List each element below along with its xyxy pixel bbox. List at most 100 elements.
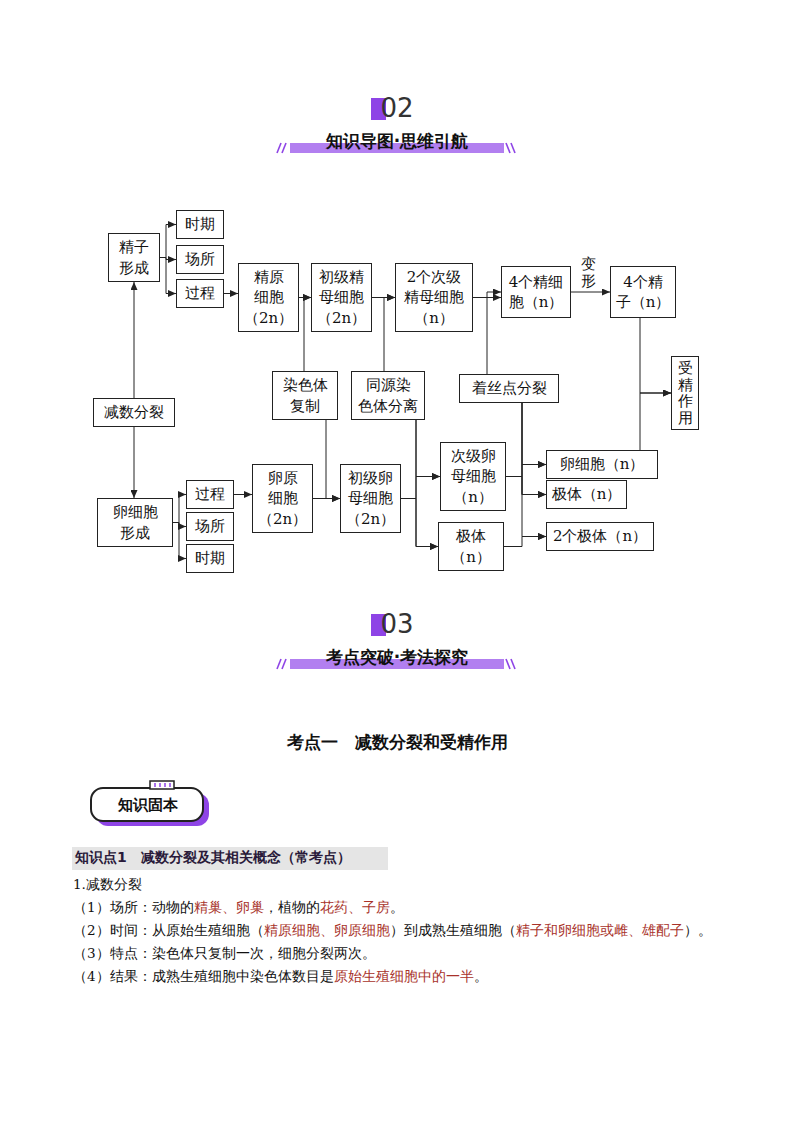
- flow-arrow: [304, 298, 311, 372]
- flow-box: 卵细胞 形成: [97, 498, 173, 547]
- box-label: 着丝点分裂: [471, 378, 547, 398]
- body-text: ）。: [684, 922, 712, 938]
- flow-arrow: [173, 523, 186, 559]
- flow-box: 过程: [176, 279, 224, 308]
- box-label: 初级卵 母细胞 （2n）: [345, 468, 396, 529]
- section-number: 03: [380, 609, 413, 639]
- flow-box: 初级精 母细胞 （2n）: [311, 263, 372, 332]
- badge-clip: [150, 781, 174, 789]
- flow-arrow: [401, 499, 438, 547]
- flow-box: 场所: [176, 245, 224, 274]
- box-label: 受精作用: [678, 360, 693, 426]
- flow-box: 卵细胞（n）: [546, 450, 658, 479]
- body-text: 。: [390, 899, 404, 915]
- arrow-label: 变形: [581, 256, 596, 289]
- text-line: 1.减数分裂: [73, 875, 142, 893]
- box-label: 初级精 母细胞 （2n）: [316, 267, 367, 328]
- badge-clip-teeth: [155, 783, 170, 787]
- heading-text: 考点突破·考法探究: [326, 646, 468, 669]
- flow-box: 2个极体（n）: [546, 522, 654, 551]
- key-term: 精子和卵细胞或雌、雄配子: [516, 922, 684, 938]
- flow-box: 极体 （n）: [438, 522, 504, 571]
- text-line: （3）特点：染色体只复制一次，细胞分裂两次。: [73, 944, 376, 962]
- body-text: ）到成熟生殖细胞（: [390, 922, 516, 938]
- flow-arrow: [506, 465, 546, 477]
- box-label: 过程: [195, 484, 226, 504]
- flow-arrow: [522, 403, 546, 537]
- body-text: ，植物的: [264, 899, 320, 915]
- flow-box: 精子 形成: [108, 233, 160, 282]
- flow-arrow: [134, 427, 135, 498]
- flow-arrow: [173, 495, 186, 523]
- box-label: 染色体 复制: [282, 375, 328, 416]
- box-label: 2个极体（n）: [552, 526, 648, 546]
- flow-box: 着丝点分裂: [459, 374, 559, 403]
- box-label: 同源染 色体分离: [358, 375, 419, 416]
- flow-box: 2个次级 精母细胞 （n）: [395, 263, 473, 332]
- flow-box: 精原 细胞 （2n）: [238, 263, 299, 332]
- flow-box: 场所: [186, 512, 234, 541]
- flow-arrow: [384, 298, 395, 372]
- flow-box: 同源染 色体分离: [351, 371, 425, 420]
- box-label: 2个次级 精母细胞 （n）: [404, 267, 465, 328]
- text-line: （2）时间：从原始生殖细胞（精原细胞、卵原细胞）到成熟生殖细胞（精子和卵细胞或雌…: [73, 921, 712, 939]
- text-line: （4）结果：成熟生殖细胞中染色体数目是原始生殖细胞中的一半。: [73, 967, 488, 985]
- flow-box: 次级卵 母细胞 （n）: [440, 442, 506, 511]
- box-label: 时期: [185, 214, 216, 234]
- box-label: 场所: [195, 516, 226, 536]
- flow-arrow: [640, 393, 671, 450]
- box-label: 时期: [195, 548, 226, 568]
- box-label: 精原 细胞 （2n）: [243, 267, 294, 328]
- flow-arrow: [571, 292, 610, 293]
- body-text: （2）时间：从原始生殖细胞（: [73, 922, 264, 938]
- key-term: 花药、子房: [320, 899, 390, 915]
- key-term: 原始生殖细胞中的一半: [334, 968, 474, 984]
- box-label: 卵细胞 形成: [112, 502, 158, 543]
- section-number: 02: [380, 93, 413, 123]
- box-label: 极体（n）: [551, 484, 622, 504]
- flow-box: 初级卵 母细胞 （2n）: [340, 464, 401, 533]
- flow-arrow: [234, 494, 252, 495]
- flow-arrow: [522, 403, 546, 495]
- key-term: 精巢、卵巢: [194, 899, 264, 915]
- heading-text: 知识导图·思维引航: [326, 130, 468, 153]
- flow-box: 极体（n）: [546, 480, 627, 509]
- flow-arrow: [134, 282, 135, 398]
- box-label: 精子 形成: [119, 237, 150, 278]
- heading-band: [72, 847, 388, 870]
- box-label: 4个精 子（n）: [615, 272, 671, 313]
- flow-arrow: [416, 420, 440, 477]
- body-text: 1.减数分裂: [73, 876, 142, 892]
- text-line: （1）场所：动物的精巢、卵巢，植物的花药、子房。: [73, 898, 404, 916]
- flow-arrow: [487, 292, 501, 374]
- flow-box: 4个精细 胞（n）: [501, 266, 571, 318]
- flow-arrow: [160, 258, 176, 294]
- flow-box: 时期: [186, 544, 234, 573]
- flow-arrow: [224, 293, 238, 294]
- flow-box: 减数分裂: [93, 398, 175, 427]
- flow-arrow: [416, 420, 438, 547]
- box-label: 卵原 细胞 （2n）: [257, 468, 308, 529]
- box-label: 次级卵 母细胞 （n）: [450, 446, 496, 507]
- box-label: 场所: [185, 249, 216, 269]
- flow-arrow: [522, 403, 546, 465]
- flow-box: 染色体 复制: [272, 371, 338, 420]
- flow-arrow: [504, 537, 546, 547]
- body-text: （3）特点：染色体只复制一次，细胞分裂两次。: [73, 945, 376, 961]
- badge-frame: [91, 788, 203, 821]
- body-text: （1）场所：动物的: [73, 899, 194, 915]
- heading-text: 知识点1 减数分裂及其相关概念（常考点）: [75, 849, 351, 867]
- flow-box: 受精作用: [671, 356, 699, 430]
- box-label: 过程: [185, 283, 216, 303]
- box-label: 卵细胞（n）: [559, 454, 645, 474]
- flow-arrow: [506, 477, 546, 495]
- flow-box: 过程: [186, 480, 234, 509]
- badge-label: 知识固本: [118, 796, 178, 815]
- flow-box: 时期: [176, 210, 224, 239]
- box-label: 减数分裂: [104, 402, 165, 422]
- heading-text: 考点一 减数分裂和受精作用: [287, 731, 508, 754]
- box-label: 4个精细 胞（n）: [508, 272, 564, 313]
- key-term: 精原细胞、卵原细胞: [264, 922, 390, 938]
- flow-box: 4个精 子（n）: [610, 266, 676, 318]
